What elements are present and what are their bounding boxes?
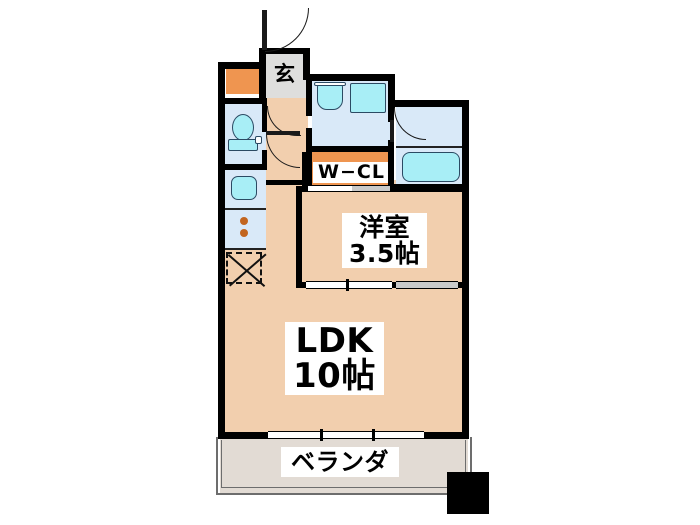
balcony-rail-outer-left <box>216 437 218 495</box>
wall-entrance-top <box>259 48 310 54</box>
wall-washitsu-left <box>296 186 302 286</box>
room-entrance <box>262 54 308 98</box>
wall-toilet-bottom <box>218 164 267 170</box>
label-washitsu: 洋室 3.5帖 <box>342 213 428 268</box>
wall-toilet-right <box>262 104 267 132</box>
label-entrance: 玄 <box>274 62 296 86</box>
wall-washroom-left <box>306 74 312 116</box>
wall-entrance-right <box>303 48 310 80</box>
wall-top-washroom <box>306 74 394 81</box>
wall-washroom-bottom <box>306 146 394 152</box>
kitchen-sink-icon <box>231 176 257 200</box>
balcony-rail-outer-right <box>470 437 472 495</box>
closet-door[interactable] <box>308 185 352 192</box>
shoe-cabinet-icon <box>226 66 262 94</box>
balcony-door-mullion-1 <box>320 429 323 441</box>
kitchen-counter-divider <box>224 208 266 210</box>
washer-space-icon <box>226 252 267 287</box>
washitsu-door-mullion <box>346 279 349 291</box>
balcony-rail-inner-left <box>221 440 223 488</box>
wall-right-upper <box>388 74 395 108</box>
wall-entrance-left <box>259 48 266 100</box>
wall-bath-left-lower <box>388 140 394 186</box>
bathtub-icon <box>402 152 460 182</box>
bathroom-door-panel[interactable] <box>390 120 394 142</box>
vanity-sink-icon <box>317 84 343 110</box>
toilet-tank-icon <box>228 139 258 151</box>
vanity-counter-icon <box>314 82 346 86</box>
toilet-bowl-icon <box>232 114 254 141</box>
bath-floor-divider <box>396 146 464 148</box>
balcony-door-mullion-2 <box>372 429 375 441</box>
stove-burner-rear-icon <box>240 229 248 237</box>
balcony-rail-inner-right <box>465 440 467 488</box>
label-ldk-area: 10帖 <box>293 355 376 396</box>
balcony-rail-outer-bottom <box>216 493 472 495</box>
mirror-cabinet-icon <box>350 83 386 113</box>
wall-bath-left <box>388 106 394 122</box>
closet-door-right[interactable] <box>352 185 390 192</box>
label-ldk: LDK 10帖 <box>285 321 384 396</box>
kitchen-base-divider <box>224 248 266 250</box>
label-washitsu-name: 洋室 <box>359 213 411 242</box>
pipe-shaft-icon <box>447 472 489 514</box>
wall-outer-left <box>218 66 225 438</box>
label-balcony: ベランダ <box>281 447 399 478</box>
label-ldk-name: LDK <box>295 321 374 361</box>
label-wcl: W−CL <box>313 162 390 184</box>
label-washitsu-area: 3.5帖 <box>349 238 421 268</box>
balcony-sliding-door[interactable] <box>268 431 424 439</box>
washitsu-window-right <box>396 281 458 289</box>
washitsu-sliding-door[interactable] <box>306 281 392 289</box>
wall-toilet-top <box>218 98 267 104</box>
wall-hallway-right <box>302 152 308 190</box>
stove-burner-front-icon <box>240 217 248 225</box>
wall-corridor-stub <box>266 180 302 185</box>
wall-outer-right <box>462 106 469 438</box>
wall-top-left-strip <box>218 62 266 69</box>
balcony-rail-inner-bottom <box>221 487 467 489</box>
entrance-door-arc <box>265 8 309 52</box>
wall-toilet-right-lower <box>262 150 267 164</box>
toilet-paper-holder-icon <box>255 136 262 144</box>
wall-washroom-left-lower <box>306 128 312 190</box>
wall-bath-top <box>388 100 469 107</box>
